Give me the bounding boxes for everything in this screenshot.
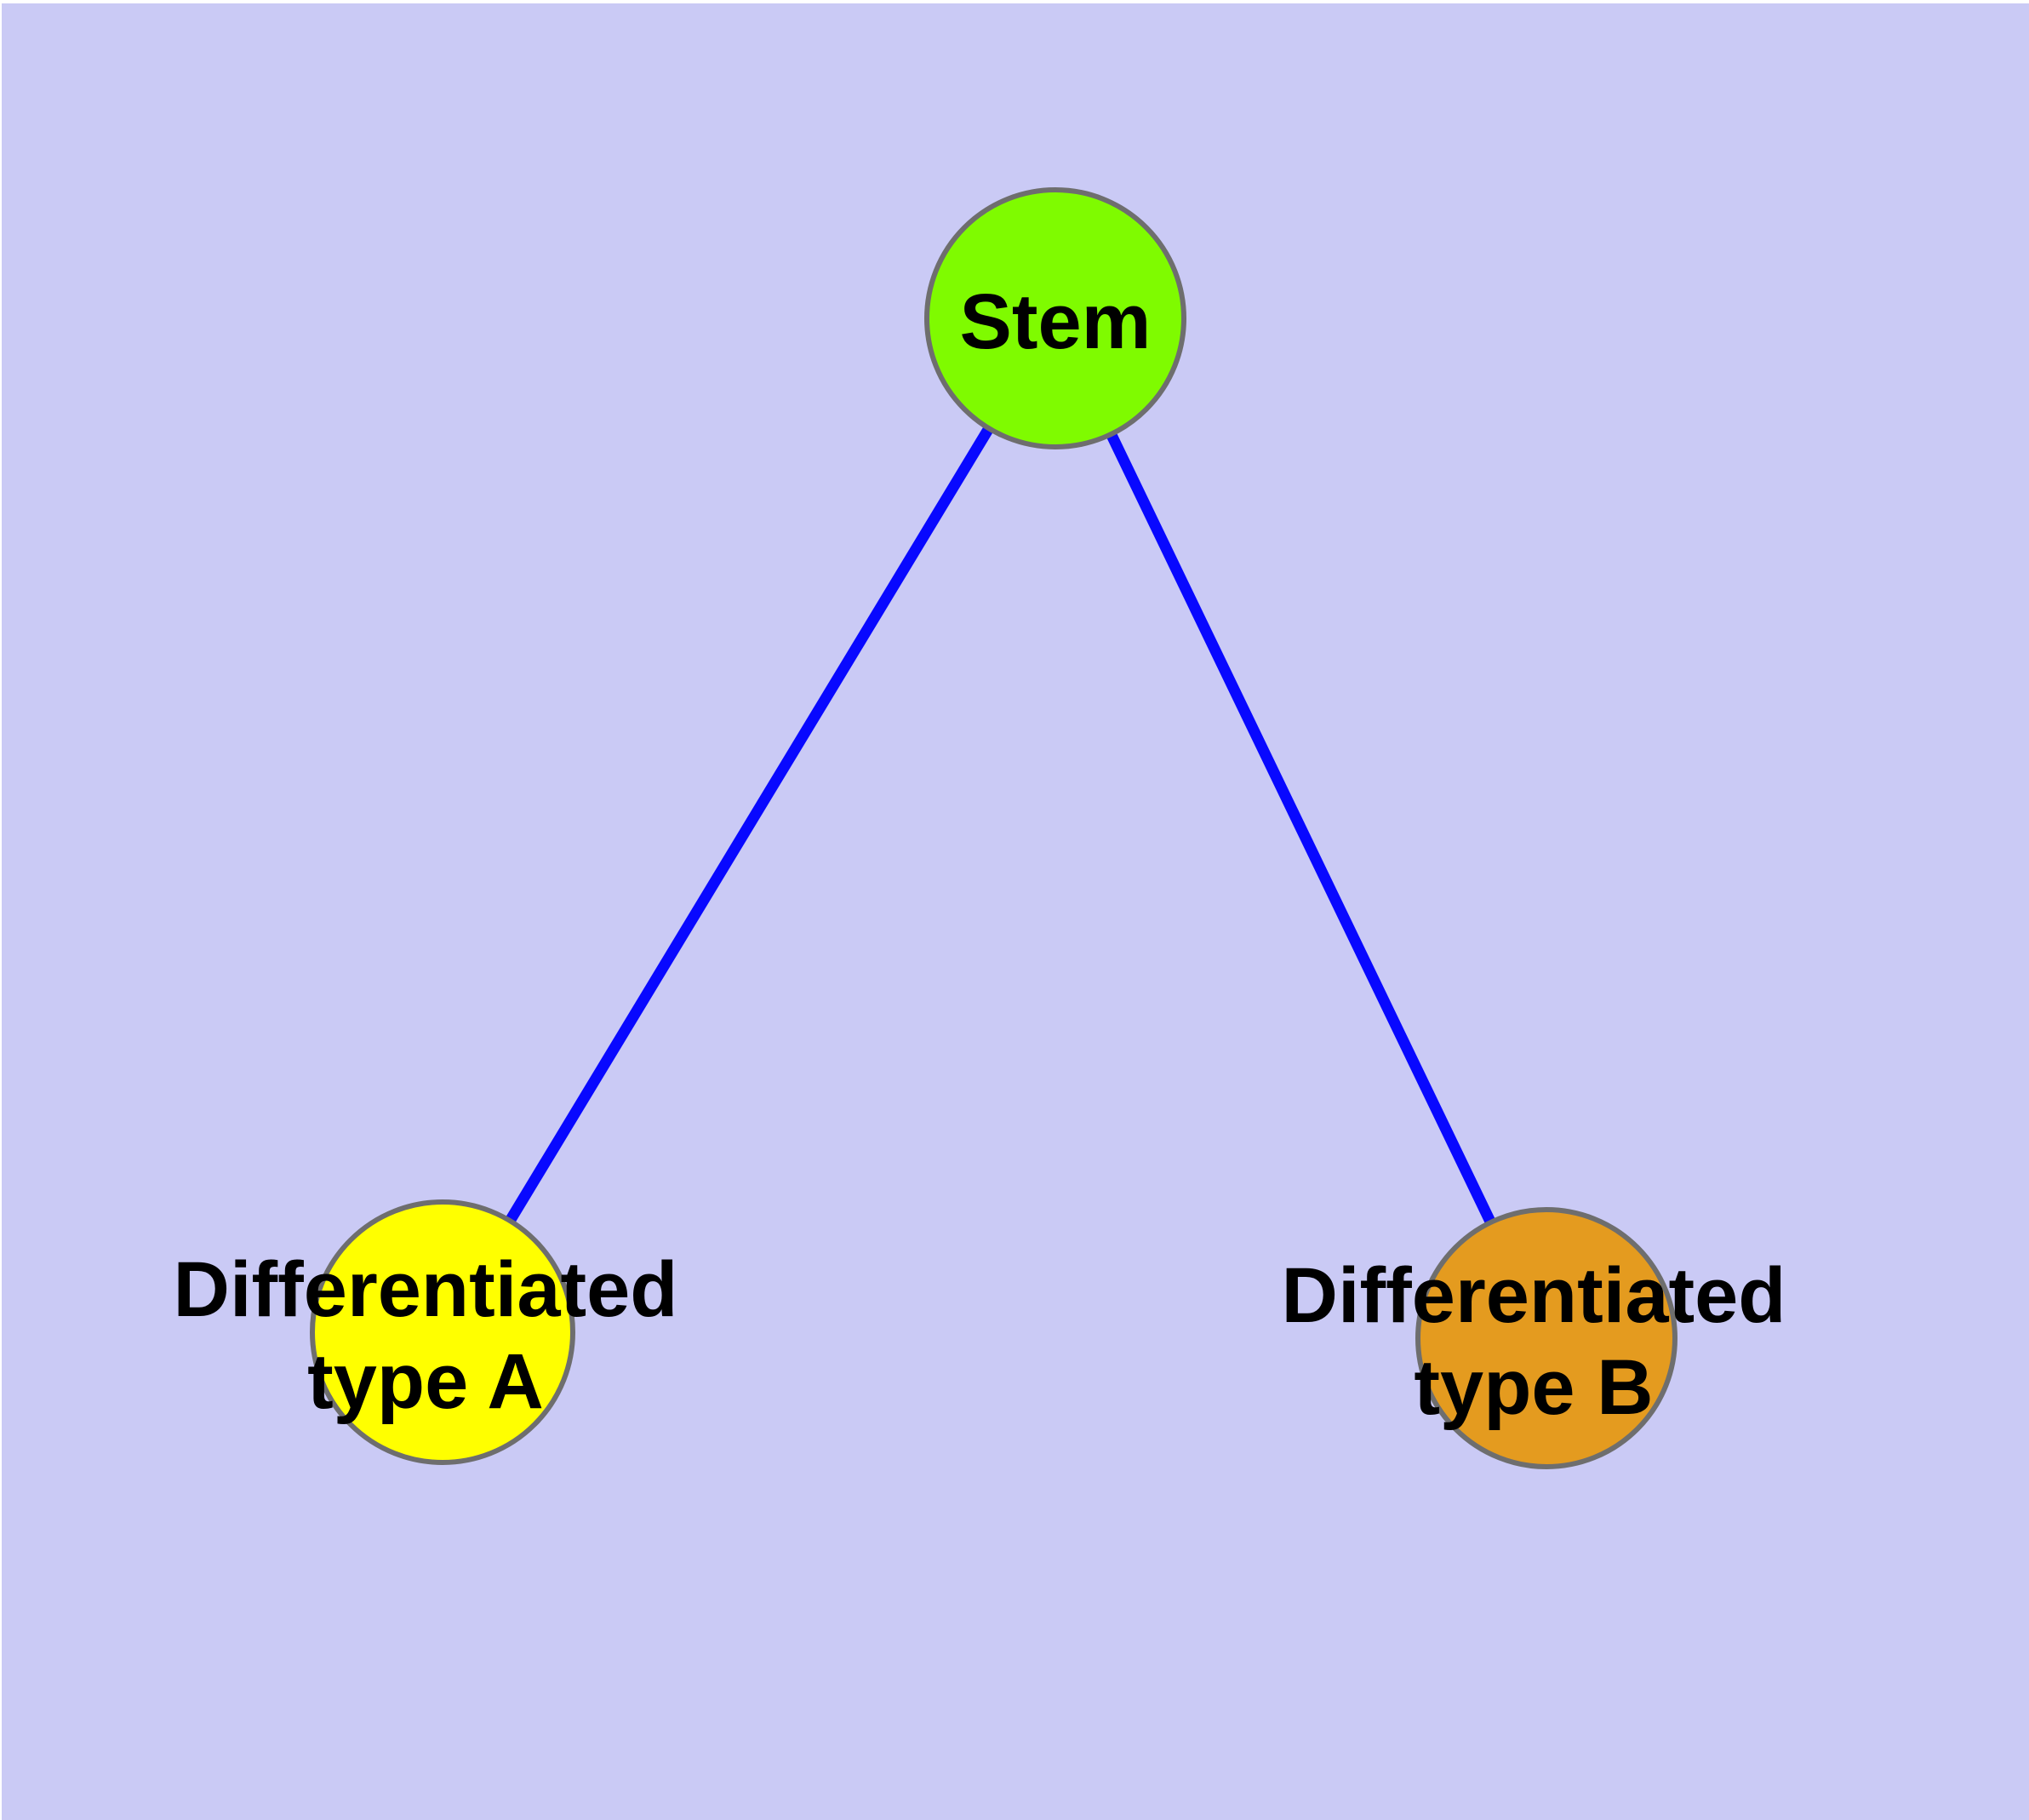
node-label-line: Differentiated bbox=[174, 1246, 678, 1333]
node-label-line: type B bbox=[1414, 1344, 1653, 1431]
node-label-line: Differentiated bbox=[1282, 1252, 1786, 1339]
node-stem bbox=[924, 187, 1186, 449]
edge-stem-to-differentiated-type-a bbox=[437, 315, 1060, 1336]
node-label-stem: Stem bbox=[960, 278, 1152, 365]
node-differentiated-type-b bbox=[1415, 1207, 1677, 1469]
node-label-line: type A bbox=[307, 1338, 544, 1425]
edge-stem-to-differentiated-type-b bbox=[1050, 316, 1552, 1341]
node-differentiated-type-a bbox=[310, 1199, 575, 1465]
node-label-line: Stem bbox=[960, 278, 1152, 365]
